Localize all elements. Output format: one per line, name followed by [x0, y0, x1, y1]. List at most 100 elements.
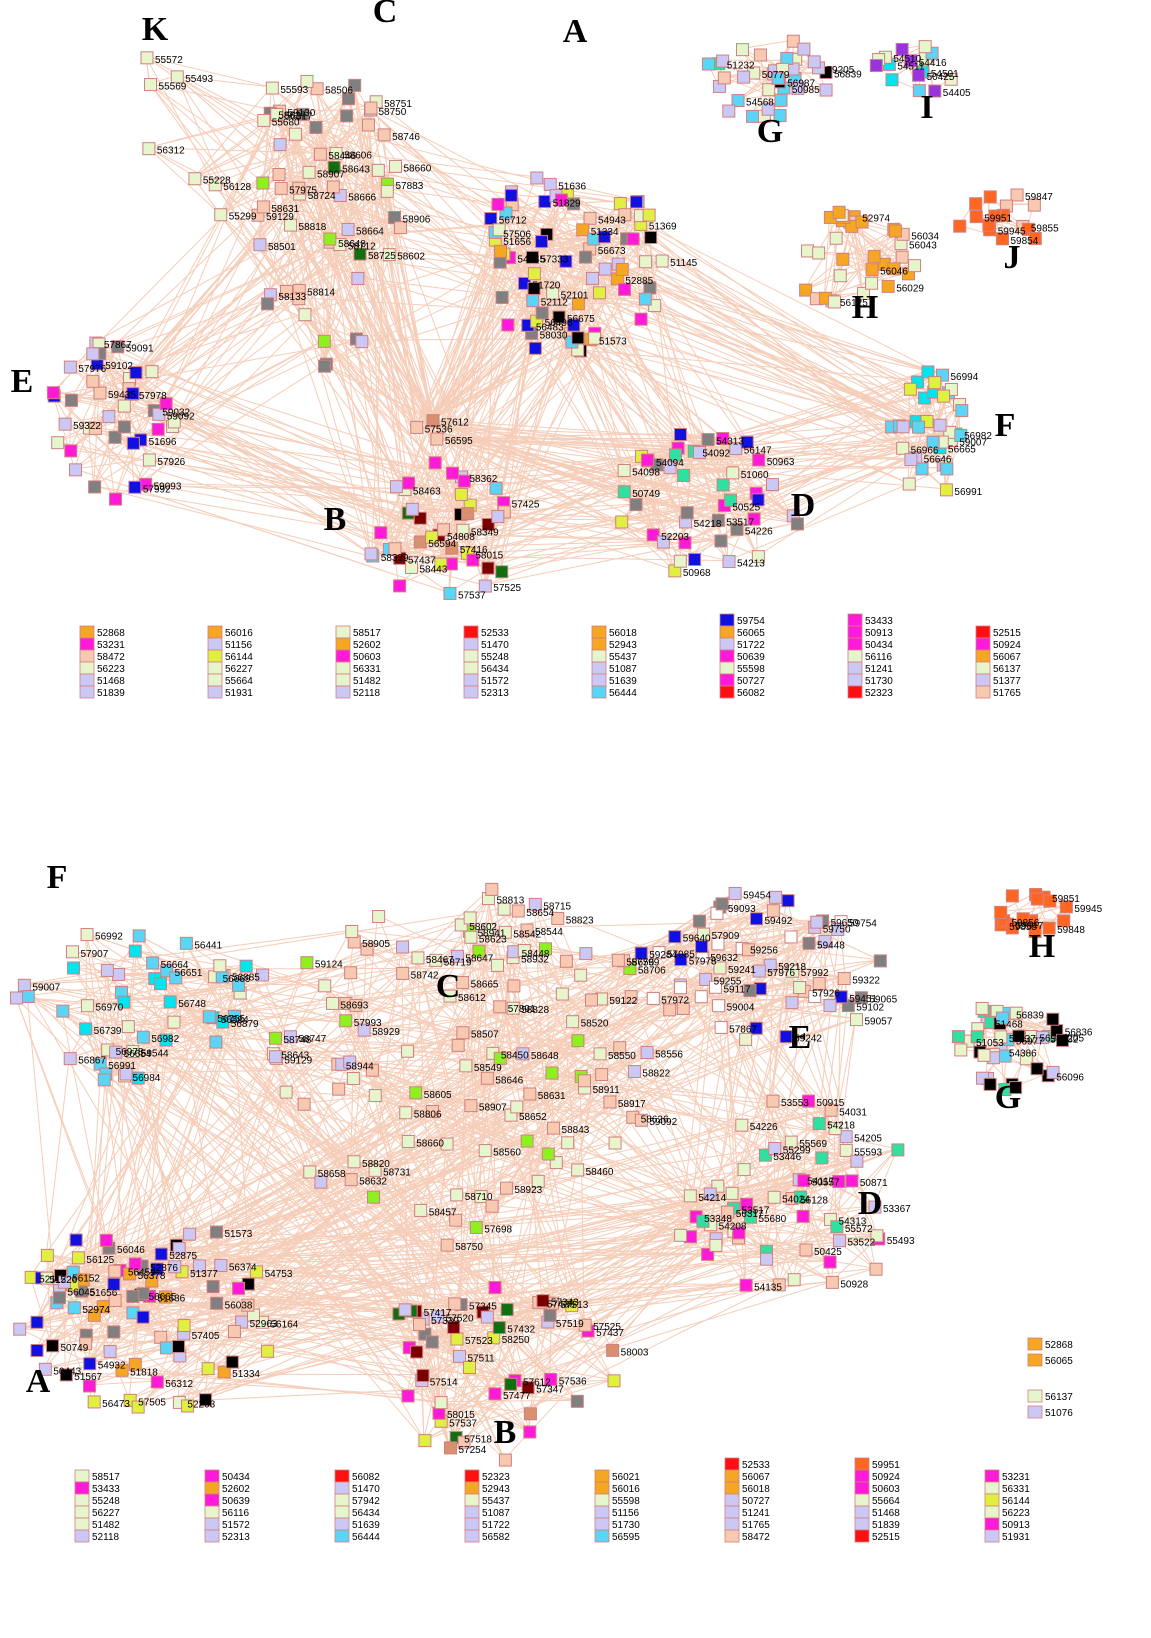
- node: [611, 953, 625, 967]
- node: [493, 1000, 507, 1014]
- edge: [277, 114, 346, 174]
- edge: [175, 1243, 408, 1396]
- node: [303, 1165, 317, 1179]
- node: [774, 93, 788, 107]
- edge: [104, 1072, 232, 1362]
- node: [807, 55, 821, 69]
- edge: [315, 87, 371, 553]
- legend-swatch: [719, 673, 735, 687]
- node: [313, 147, 327, 161]
- node-label: 55572: [155, 55, 183, 66]
- side-legend-swatch: [1027, 1353, 1043, 1367]
- node: [928, 376, 942, 390]
- edge: [831, 1237, 879, 1282]
- node: [683, 1189, 697, 1203]
- edge: [131, 392, 503, 503]
- node-label: 57520: [446, 1314, 474, 1325]
- edge: [297, 297, 542, 313]
- node: [140, 51, 154, 65]
- side-legend-swatch: [1027, 1405, 1043, 1419]
- node: [396, 940, 410, 954]
- edge: [333, 165, 511, 195]
- nodes-layer: [10, 34, 1073, 1467]
- node-label: 58748: [283, 1035, 311, 1046]
- edge: [462, 1283, 779, 1442]
- node-label: 57537: [458, 590, 486, 601]
- node-label: 57347: [536, 1385, 564, 1396]
- edge: [81, 991, 122, 1280]
- edge: [303, 313, 417, 427]
- legend-label: 56144: [225, 652, 253, 663]
- node: [51, 436, 65, 450]
- node-label: 59205: [826, 65, 854, 76]
- node-label: 58823: [566, 916, 594, 927]
- edge: [491, 1051, 615, 1143]
- legend-label: 59754: [737, 616, 765, 627]
- edge: [837, 995, 841, 1181]
- node-label: 55493: [185, 74, 213, 85]
- legend-label: 52515: [993, 628, 1021, 639]
- edge: [285, 290, 496, 488]
- node-label: 58606: [344, 150, 372, 161]
- node: [615, 515, 629, 529]
- node: [154, 1247, 168, 1261]
- node-label: 59492: [765, 916, 793, 927]
- node: [812, 1117, 826, 1131]
- legend-swatch: [984, 1529, 1000, 1543]
- edge: [388, 253, 534, 274]
- edge: [289, 223, 437, 439]
- edge: [502, 907, 767, 1259]
- edge: [369, 108, 553, 293]
- node: [1030, 892, 1044, 906]
- edge: [662, 424, 899, 542]
- node-label: 59057: [864, 1017, 892, 1028]
- cluster-label-e: E: [789, 1019, 812, 1056]
- node-label: 58544: [535, 927, 563, 938]
- node: [701, 57, 715, 71]
- edge: [339, 193, 541, 242]
- node: [128, 944, 142, 958]
- edge: [171, 337, 356, 426]
- node: [108, 1264, 122, 1278]
- node: [495, 565, 509, 579]
- node-label: 53522: [847, 1238, 875, 1249]
- edge: [114, 442, 133, 499]
- edge: [488, 919, 822, 930]
- edge: [261, 973, 456, 1437]
- node-label: 51573: [224, 1229, 252, 1240]
- node: [865, 276, 879, 290]
- node-label: 56312: [157, 146, 185, 157]
- edge: [303, 213, 624, 315]
- node: [97, 1073, 111, 1087]
- node-label: 57506: [503, 229, 531, 240]
- legend-swatch: [847, 625, 863, 639]
- node: [366, 1190, 380, 1204]
- legend-swatch: [847, 685, 863, 699]
- edge: [35, 1179, 851, 1350]
- node: [64, 393, 78, 407]
- node-label: 59848: [1057, 925, 1085, 936]
- edge: [153, 977, 507, 1309]
- node: [46, 386, 60, 400]
- node-label: 53367: [883, 1204, 911, 1215]
- legend-label: 56016: [225, 628, 253, 639]
- node: [279, 1085, 293, 1099]
- node: [538, 195, 552, 209]
- edge: [215, 951, 641, 1303]
- node: [159, 1341, 173, 1355]
- node-label: 56147: [744, 446, 772, 457]
- node: [107, 1325, 121, 1339]
- edge: [744, 996, 861, 1039]
- node: [547, 1121, 561, 1135]
- legend-label: 56018: [742, 1484, 770, 1495]
- node-label: 56096: [1056, 1073, 1084, 1084]
- edge: [469, 503, 729, 562]
- legend-swatch: [464, 1517, 480, 1531]
- edge: [348, 1060, 741, 1125]
- legend-swatch: [847, 649, 863, 663]
- node: [523, 1087, 537, 1101]
- legend-label: 57942: [352, 1496, 380, 1507]
- legend-label: 50434: [222, 1472, 250, 1483]
- legend-swatch: [334, 1517, 350, 1531]
- node-label: 51526: [49, 1275, 77, 1286]
